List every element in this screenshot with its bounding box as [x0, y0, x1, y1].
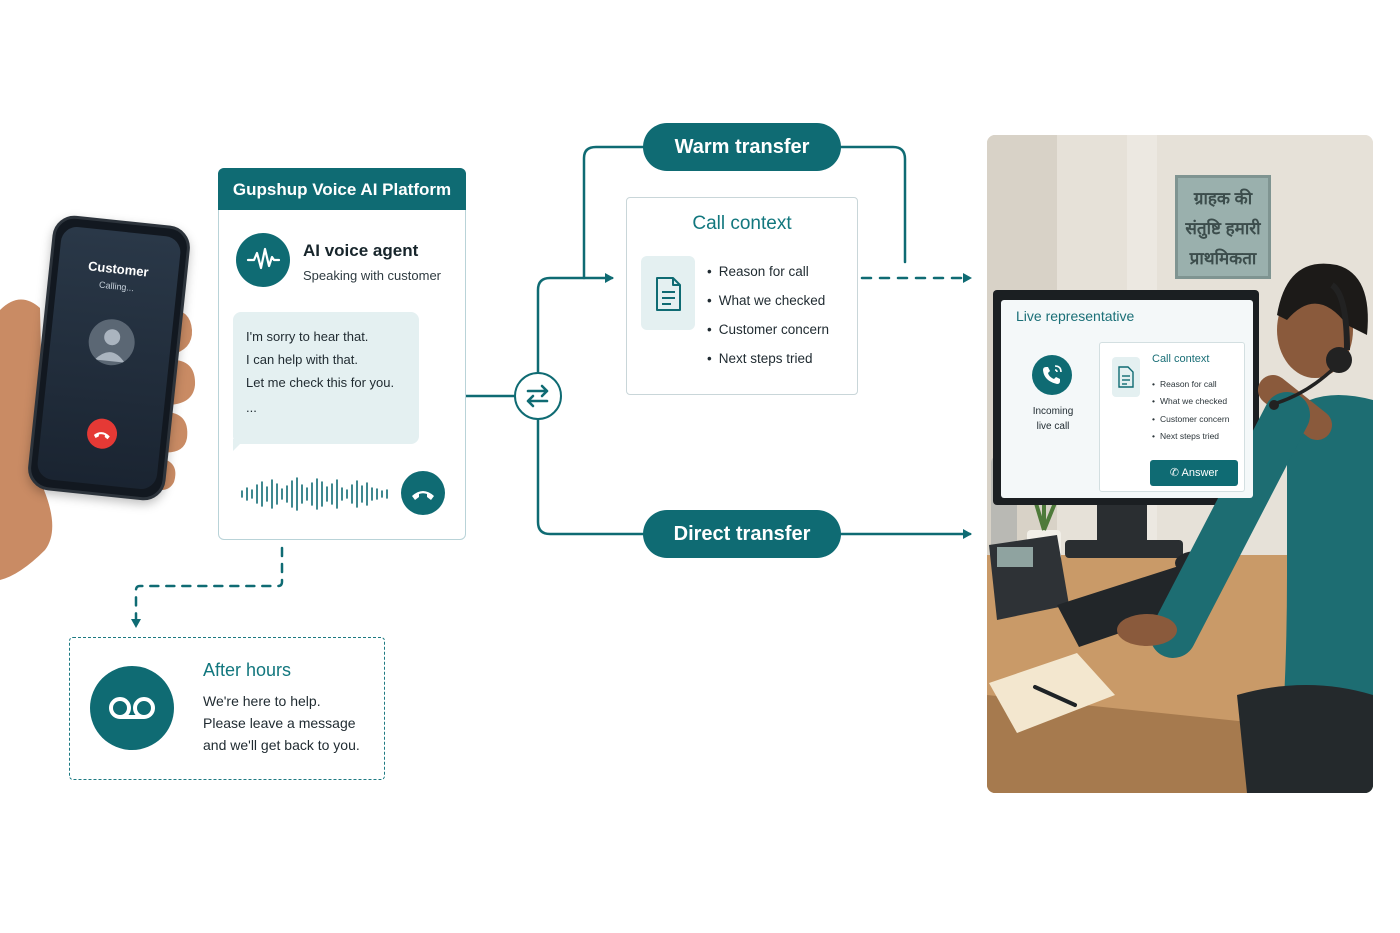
after-hours-dashed [131, 546, 284, 628]
wall-sign-line: प्राथमिकता [1189, 249, 1257, 268]
call-context-item: What we checked [707, 293, 826, 308]
phone-icon: ✆ [1169, 467, 1180, 479]
incoming-call-label: Incoming [1032, 406, 1074, 417]
customer-phone-illustration: Customer Calling... [0, 190, 210, 590]
decline-call-button[interactable] [85, 417, 119, 451]
call-context-item: Reason for call [707, 264, 809, 279]
switch-to-context-line [536, 273, 614, 374]
document-icon [641, 256, 695, 330]
answer-button-label: Answer [1181, 467, 1219, 479]
direct-transfer-label: Direct transfer [643, 510, 841, 558]
warm-transfer-label: Warm transfer [643, 123, 841, 171]
speech-line: ... [246, 400, 257, 415]
wall-sign: ग्राहक की संतुष्टि हमारी प्राथमिकता [1175, 175, 1271, 279]
voice-ai-platform-card: Gupshup Voice AI Platform AI voice agent… [218, 168, 466, 540]
after-hours-card: After hours We're here to help. Please l… [69, 637, 385, 780]
speech-bubble: I'm sorry to hear that. I can help with … [233, 312, 419, 444]
speech-bubble-tail [233, 439, 245, 451]
screen-call-context-card: Call context Reason for call What we che… [1099, 342, 1245, 492]
screen-call-context-item: What we checked [1152, 396, 1227, 406]
audio-waveform-icon [241, 477, 388, 511]
screen-call-context-item: Reason for call [1152, 379, 1217, 389]
waveform-icon [236, 233, 290, 287]
call-context-card: Call context Reason for call What we che… [626, 197, 858, 395]
switch-to-direct-line [536, 418, 645, 536]
after-hours-message-line: and we'll get back to you. [203, 737, 360, 753]
wall-sign-line: संतुष्टि हमारी [1185, 219, 1261, 238]
call-context-title: Call context [692, 213, 792, 234]
speech-line: Let me check this for you. [246, 375, 395, 390]
caller-avatar-icon [86, 316, 137, 368]
phone-screen: Customer Calling... [36, 225, 182, 491]
after-hours-message-line: Please leave a message [203, 715, 356, 731]
live-representative-photo: ग्राहक की संतुष्टि हमारी प्राथमिकता Live… [987, 135, 1373, 793]
phone-ringing-icon [1032, 355, 1072, 395]
platform-title: Gupshup Voice AI Platform [218, 168, 466, 210]
speech-line: I can help with that. [246, 352, 359, 367]
warm-left-bracket [582, 145, 645, 280]
call-context-item: Customer concern [707, 322, 829, 337]
warm-right-bracket [839, 145, 907, 264]
customer-phone: Customer Calling... [25, 213, 193, 503]
swap-arrows-icon [514, 372, 562, 420]
document-icon [1112, 357, 1140, 397]
agent-name: AI voice agent [303, 241, 419, 260]
after-hours-message-line: We're here to help. [203, 693, 321, 709]
agent-status: Speaking with customer [303, 268, 442, 283]
monitor-screen: Live representative Incoming live call C… [1001, 300, 1253, 498]
screen-call-context-item: Customer concern [1152, 414, 1229, 424]
incoming-call-label: live call [1036, 421, 1070, 432]
voicemail-icon [90, 666, 174, 750]
wall-sign-line: ग्राहक की [1193, 189, 1253, 208]
call-context-item: Next steps tried [707, 351, 813, 366]
screen-call-context-title: Call context [1152, 353, 1210, 365]
live-representative-title: Live representative [1016, 308, 1135, 324]
speech-line: I'm sorry to hear that. [246, 329, 369, 344]
screen-call-context-item: Next steps tried [1152, 431, 1219, 441]
phone-hangup-icon[interactable] [401, 471, 445, 515]
after-hours-title: After hours [203, 660, 292, 680]
answer-button[interactable]: ✆ Answer [1150, 460, 1238, 486]
